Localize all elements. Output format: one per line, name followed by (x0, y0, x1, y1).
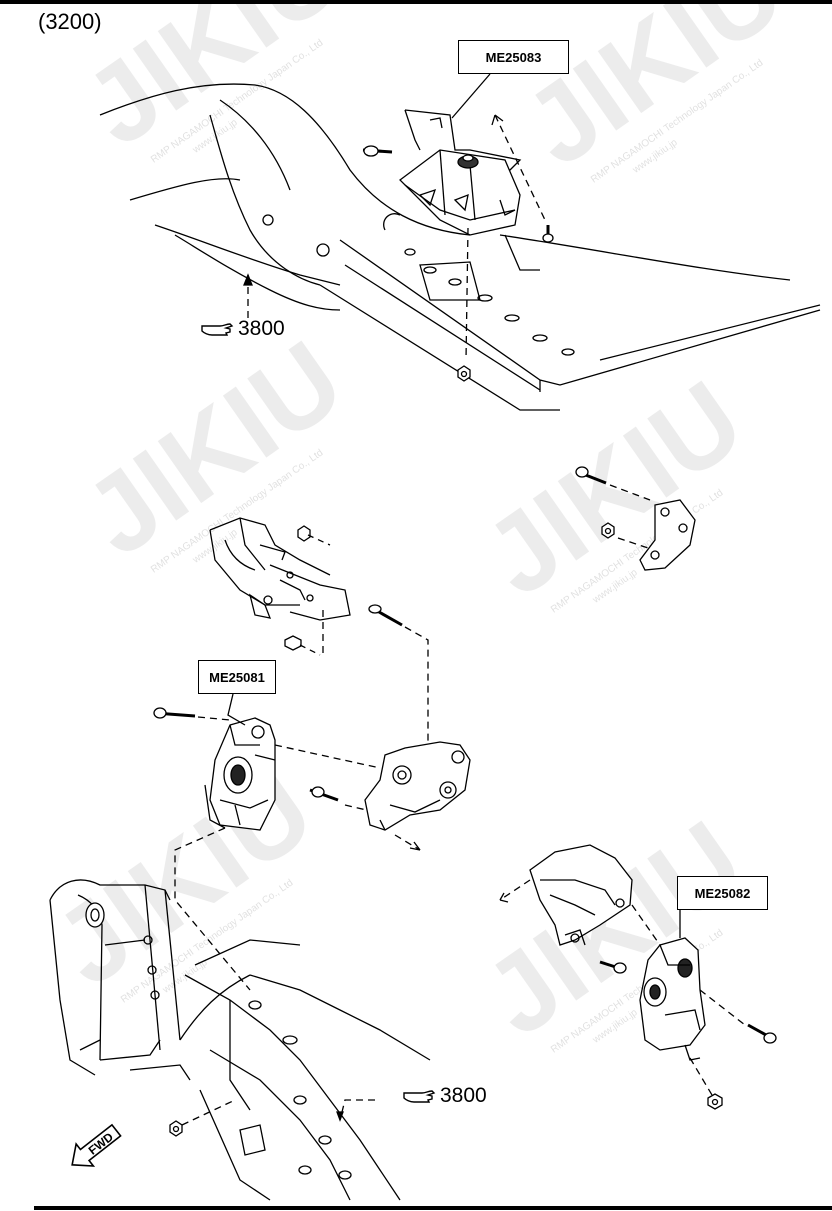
upper-frame-rail (99, 83, 821, 411)
lower-frame (49, 879, 431, 1201)
mount-me25082 (639, 937, 777, 1110)
reference-upper[interactable]: 3800 (200, 317, 285, 341)
engine-bracket (364, 741, 471, 831)
part-label-me25081[interactable]: ME25081 (198, 660, 276, 694)
part-label-me25082[interactable]: ME25082 (677, 876, 768, 910)
upper-right-plate (575, 466, 696, 571)
upper-fasteners (243, 114, 554, 382)
reference-lower-label: 3800 (440, 1084, 487, 1107)
mount-me25083 (399, 109, 522, 236)
upper-bracket (209, 517, 351, 621)
reference-lower[interactable]: 3800 (402, 1084, 487, 1108)
fwd-arrow-icon: FWD (71, 1123, 122, 1167)
right-bracket (499, 844, 661, 974)
pointing-hand-icon (201, 323, 234, 336)
bottom-border (34, 1206, 832, 1210)
reference-upper-label: 3800 (238, 317, 285, 340)
mount-me25081 (204, 717, 276, 831)
part-label-me25083[interactable]: ME25083 (458, 40, 569, 74)
top-border (0, 0, 832, 4)
middle-fasteners (153, 525, 429, 802)
pointing-hand-icon (403, 1090, 436, 1103)
section-code: (3200) (38, 9, 102, 34)
